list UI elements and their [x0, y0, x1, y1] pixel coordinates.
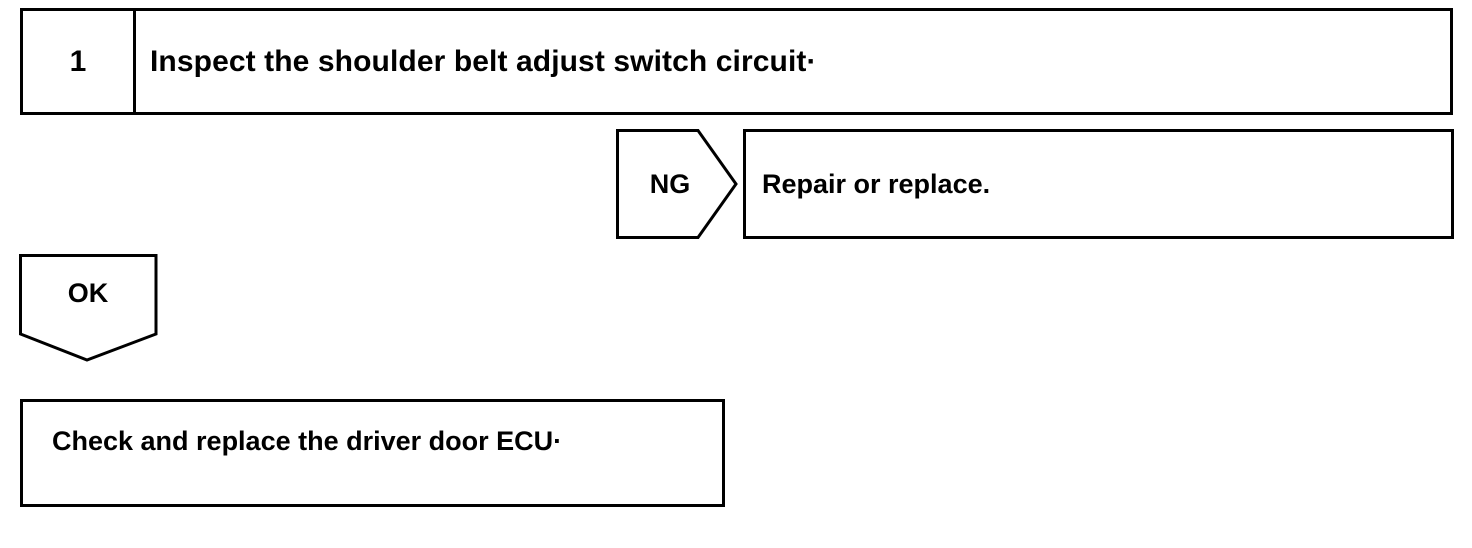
step-title: Inspect the shoulder belt adjust switch … [150, 44, 817, 78]
inspection-step-box: 1 Inspect the shoulder belt adjust switc… [20, 8, 1453, 115]
ok-label: OK [67, 278, 109, 308]
ng-result-box: Repair or replace. [743, 129, 1454, 239]
ng-label: NG [649, 168, 691, 199]
ng-arrow-tag: NG [616, 129, 740, 239]
final-action-box: Check and replace the driver door ECU· [20, 399, 725, 507]
down-pentagon-arrow-icon [19, 254, 158, 362]
right-pentagon-arrow-icon [616, 129, 738, 239]
ok-arrow-tag: OK [19, 254, 159, 364]
ng-result-text: Repair or replace. [762, 168, 991, 199]
step-number: 1 [23, 11, 136, 112]
final-action-text: Check and replace the driver door ECU· [52, 426, 563, 456]
